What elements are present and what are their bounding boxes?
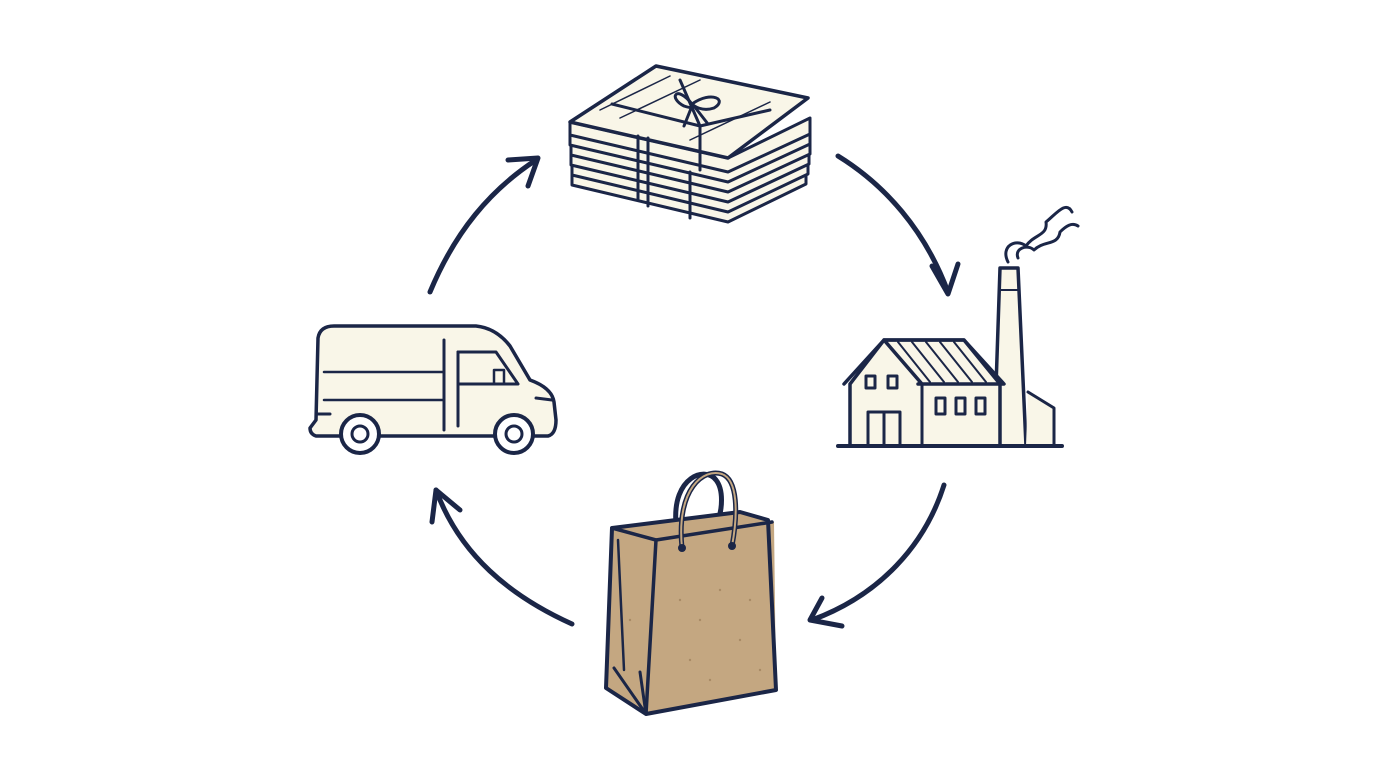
paper-bag-icon [604,470,778,716]
delivery-van-icon [308,324,558,455]
arrow-bag-to-van [429,487,575,627]
newspaper-stack-icon [568,64,812,224]
arrow-van-to-paper [427,155,541,295]
arrow-factory-to-bag [807,482,947,629]
arrow-paper-to-factory [835,153,961,297]
factory-icon [836,205,1080,448]
